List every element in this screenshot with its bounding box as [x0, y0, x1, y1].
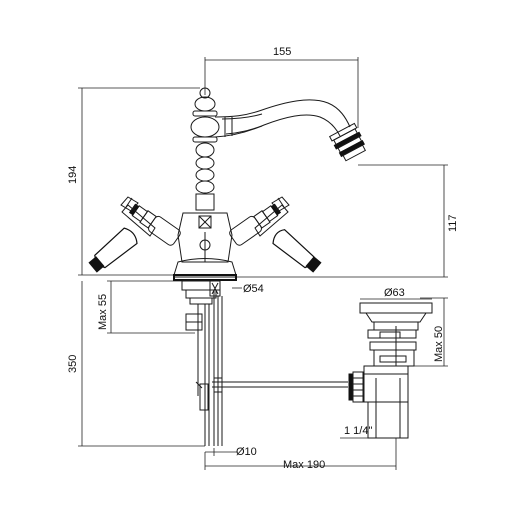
label-waste-thread: 1 1/4"	[344, 425, 372, 437]
label-rod-max-length: Max 190	[283, 459, 325, 471]
spout	[214, 99, 367, 162]
label-overall-height: 194	[67, 166, 79, 184]
label-tail-length: 350	[67, 355, 79, 373]
dimension-labels: 155 194 117 Max 55 Ø54 350 Ø63 Max 50 1 …	[67, 46, 459, 471]
label-spout-height: 117	[447, 214, 459, 232]
label-max-deck-thickness: Max 55	[97, 294, 109, 330]
dimension-lines	[78, 57, 448, 470]
label-pipe-diameter: Ø10	[236, 446, 257, 458]
pop-up-waste	[348, 302, 433, 439]
label-base-diameter: Ø54	[243, 283, 264, 295]
faucet-body	[173, 87, 237, 281]
label-waste-max-height: Max 50	[433, 326, 445, 362]
label-spout-reach: 155	[273, 46, 291, 58]
left-handle	[88, 196, 181, 273]
label-waste-diameter: Ø63	[384, 287, 405, 299]
under-deck-assembly	[181, 280, 348, 446]
right-handle	[229, 196, 322, 273]
